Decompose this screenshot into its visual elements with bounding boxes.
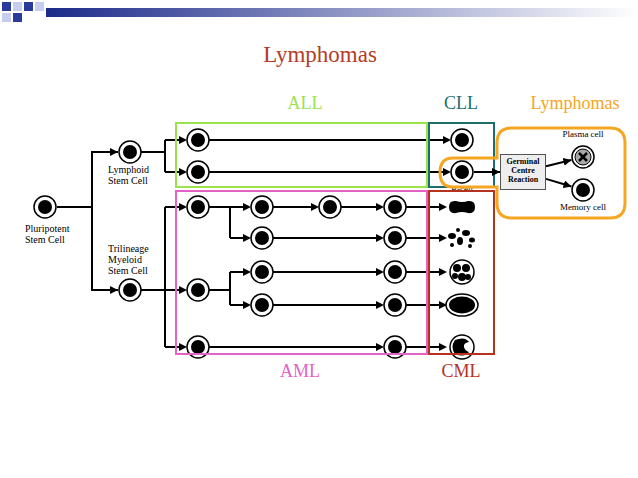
erythroid-body: [449, 297, 475, 314]
cell-circle: B-cell: [450, 160, 474, 184]
cell-symbol: [118, 278, 142, 302]
deco-square: [35, 2, 44, 11]
node-label: ALL: [255, 94, 355, 114]
deco-square: [2, 13, 11, 22]
node-label: Pluripotent Stem Cell: [25, 223, 85, 245]
deco-square: [13, 13, 22, 22]
connector-arrow: [474, 171, 500, 173]
cell-circle: Lymphoid Stem Cell: [118, 140, 142, 164]
node-label: Lymphoid Stem Cell: [108, 164, 158, 186]
node-label: Memory cell: [543, 203, 623, 213]
erythroid-cell: [446, 294, 478, 316]
outline-shape: [437, 125, 629, 221]
node-label: Plasma cell: [543, 130, 623, 140]
connector-arrow: [546, 179, 572, 187]
cell-nucleus: [123, 283, 137, 297]
cell-nucleus: [455, 165, 469, 179]
cell-symbol: [118, 140, 142, 164]
cell-nucleus: [123, 145, 137, 159]
node-label: B-cell: [432, 185, 492, 195]
cell-ring: [119, 279, 141, 301]
node-label: Lymphomas: [520, 94, 630, 114]
cell-ring: [187, 129, 473, 358]
node-label: CML: [421, 362, 501, 382]
node-label: AML: [250, 362, 350, 382]
leukemia-box: CLLB-cell: [428, 122, 495, 188]
process-box: Germinal Centre Reaction: [500, 154, 546, 190]
cell-circle: Trilineage Myeloid Stem Cell: [118, 278, 142, 302]
cell-circle: Plasma cell: [571, 145, 595, 169]
cell-circle: Pluripotent Stem Cell: [33, 195, 57, 219]
platelet-fragments: [448, 228, 475, 248]
lymphoma-outline: LymphomasGerminal Centre ReactionPlasma …: [437, 125, 629, 221]
cell-symbol: [571, 145, 595, 169]
plasma-cross: [579, 153, 587, 161]
cell-symbol: [33, 195, 57, 219]
lineage-line: [141, 140, 444, 347]
node-label: Germinal Centre Reaction: [500, 158, 546, 184]
monocyte-cell: [450, 335, 474, 359]
arrow-head: [179, 136, 451, 351]
deco-square: [13, 2, 22, 11]
connector-arrow: [57, 152, 118, 207]
deco-square: [24, 2, 33, 11]
node-label: CLL: [421, 94, 501, 114]
cell-ring: [572, 179, 594, 201]
cell-nucleus: [576, 183, 590, 197]
plasma-nucleus: [575, 149, 591, 165]
lymphoma-outline-path: [440, 128, 625, 218]
slide-title: Lymphomas: [200, 42, 440, 67]
cell-ring: [572, 146, 594, 168]
title-bar: [46, 8, 638, 17]
cell-ring: [451, 161, 473, 183]
leukemia-box: CML: [428, 190, 495, 355]
cell-symbol: [571, 178, 595, 202]
megakaryocyte-shape: [449, 201, 475, 213]
cell-ring: [119, 141, 141, 163]
deco-square: [2, 2, 11, 11]
connector-arrow: [57, 207, 118, 290]
connector-arrow: [546, 160, 571, 166]
leukemia-box: ALL: [175, 122, 428, 188]
cell-nucleus: [38, 200, 52, 214]
leukemia-box: AML: [175, 190, 428, 355]
granulocyte-cell: [450, 260, 474, 284]
cell-symbol: [450, 160, 474, 184]
monocyte-nucleus: [453, 338, 470, 355]
node-label: Trilineage Myeloid Stem Cell: [108, 243, 160, 276]
cell-ring: [34, 196, 56, 218]
cell-nucleus: [191, 133, 469, 354]
granulocyte-nucleus: [452, 264, 471, 281]
cell-circle: Memory cell: [571, 178, 595, 202]
